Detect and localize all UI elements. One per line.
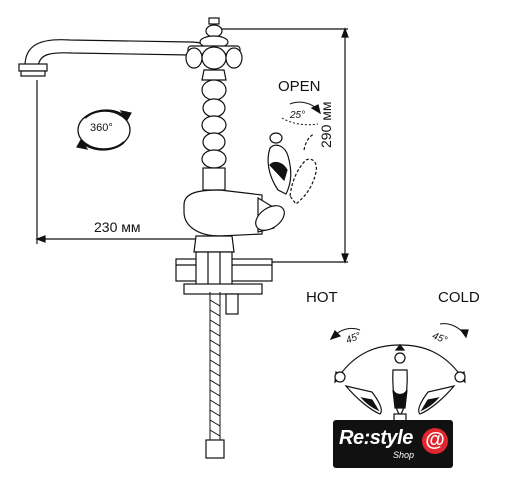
lever-open-outline [289, 158, 317, 205]
open-angle-label: 25° [290, 110, 306, 121]
mixer-body [183, 189, 263, 237]
spout-lower [37, 52, 211, 67]
aerator-ring-2 [20, 70, 46, 77]
cold-label: COLD [438, 289, 480, 306]
logo-wordmark: Re:style [339, 427, 413, 449]
hose-nut [205, 439, 225, 459]
reach-label: 230 мм [94, 219, 141, 235]
hose-braid [209, 299, 221, 437]
aerator-ring-1 [18, 63, 48, 72]
logo-at-icon: @ [422, 428, 448, 454]
restyle-shop-logo: Re:style Shop @ [333, 420, 453, 468]
hot-label: HOT [306, 289, 338, 306]
spout-upper [24, 39, 211, 67]
logo-subtitle: Shop [393, 450, 415, 460]
rotation-label: 360° [90, 122, 113, 134]
height-label: 290 мм [318, 101, 334, 149]
open-label: OPEN [278, 78, 321, 95]
